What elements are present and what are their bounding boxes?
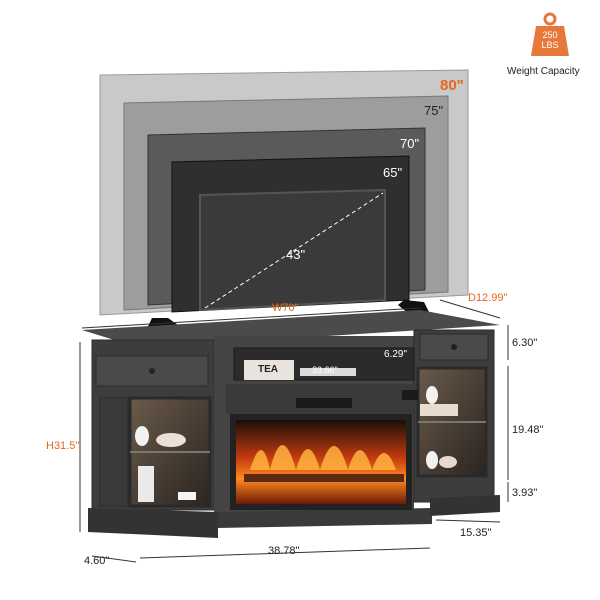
dim-side-depth-2: 15.35" [460,527,492,539]
stand-base-right [430,495,500,516]
weight-value: 250 [542,30,558,40]
dim-base: 3.93" [512,487,538,499]
decor-bowl [156,433,186,447]
decor-books [138,466,154,502]
stand-base-left [88,508,218,538]
dim-shelf-inner: 33.66" [312,365,338,375]
weight-icon [531,12,569,56]
dim-drawer: 6.30" [512,337,538,349]
dim-cabinet: 19.48" [512,424,544,436]
tv-label-43: 43" [286,247,306,262]
tv-label-65: 65" [383,165,403,180]
decor-vase [135,426,149,446]
stand-base-center [218,508,432,528]
heater-vent [296,398,352,408]
tv-diagonal-43 [204,192,384,309]
dim-depth-top: D12.99" [468,292,508,304]
weight-capacity-badge: 250 LBS [520,12,580,62]
dim-side-depth: 4.60" [84,555,110,567]
dim-shelf-opening: 6.29" [384,349,408,360]
heater-controls [402,390,418,400]
dim-width-top: W70" [272,302,299,314]
weight-unit: LBS [541,40,559,50]
dim-height: H31.5" [46,440,80,452]
tv-label-70: 70" [400,136,420,151]
tv-label-80: 80" [440,77,464,94]
stand-top-surface [82,310,500,348]
tv-screen-43 [199,188,386,312]
tea-box-label: TEA [258,364,278,375]
tv-label-75: 75" [424,103,444,118]
weight-capacity-caption: Weight Capacity [507,66,580,77]
dim-firebox-width: 38.78" [268,545,300,557]
